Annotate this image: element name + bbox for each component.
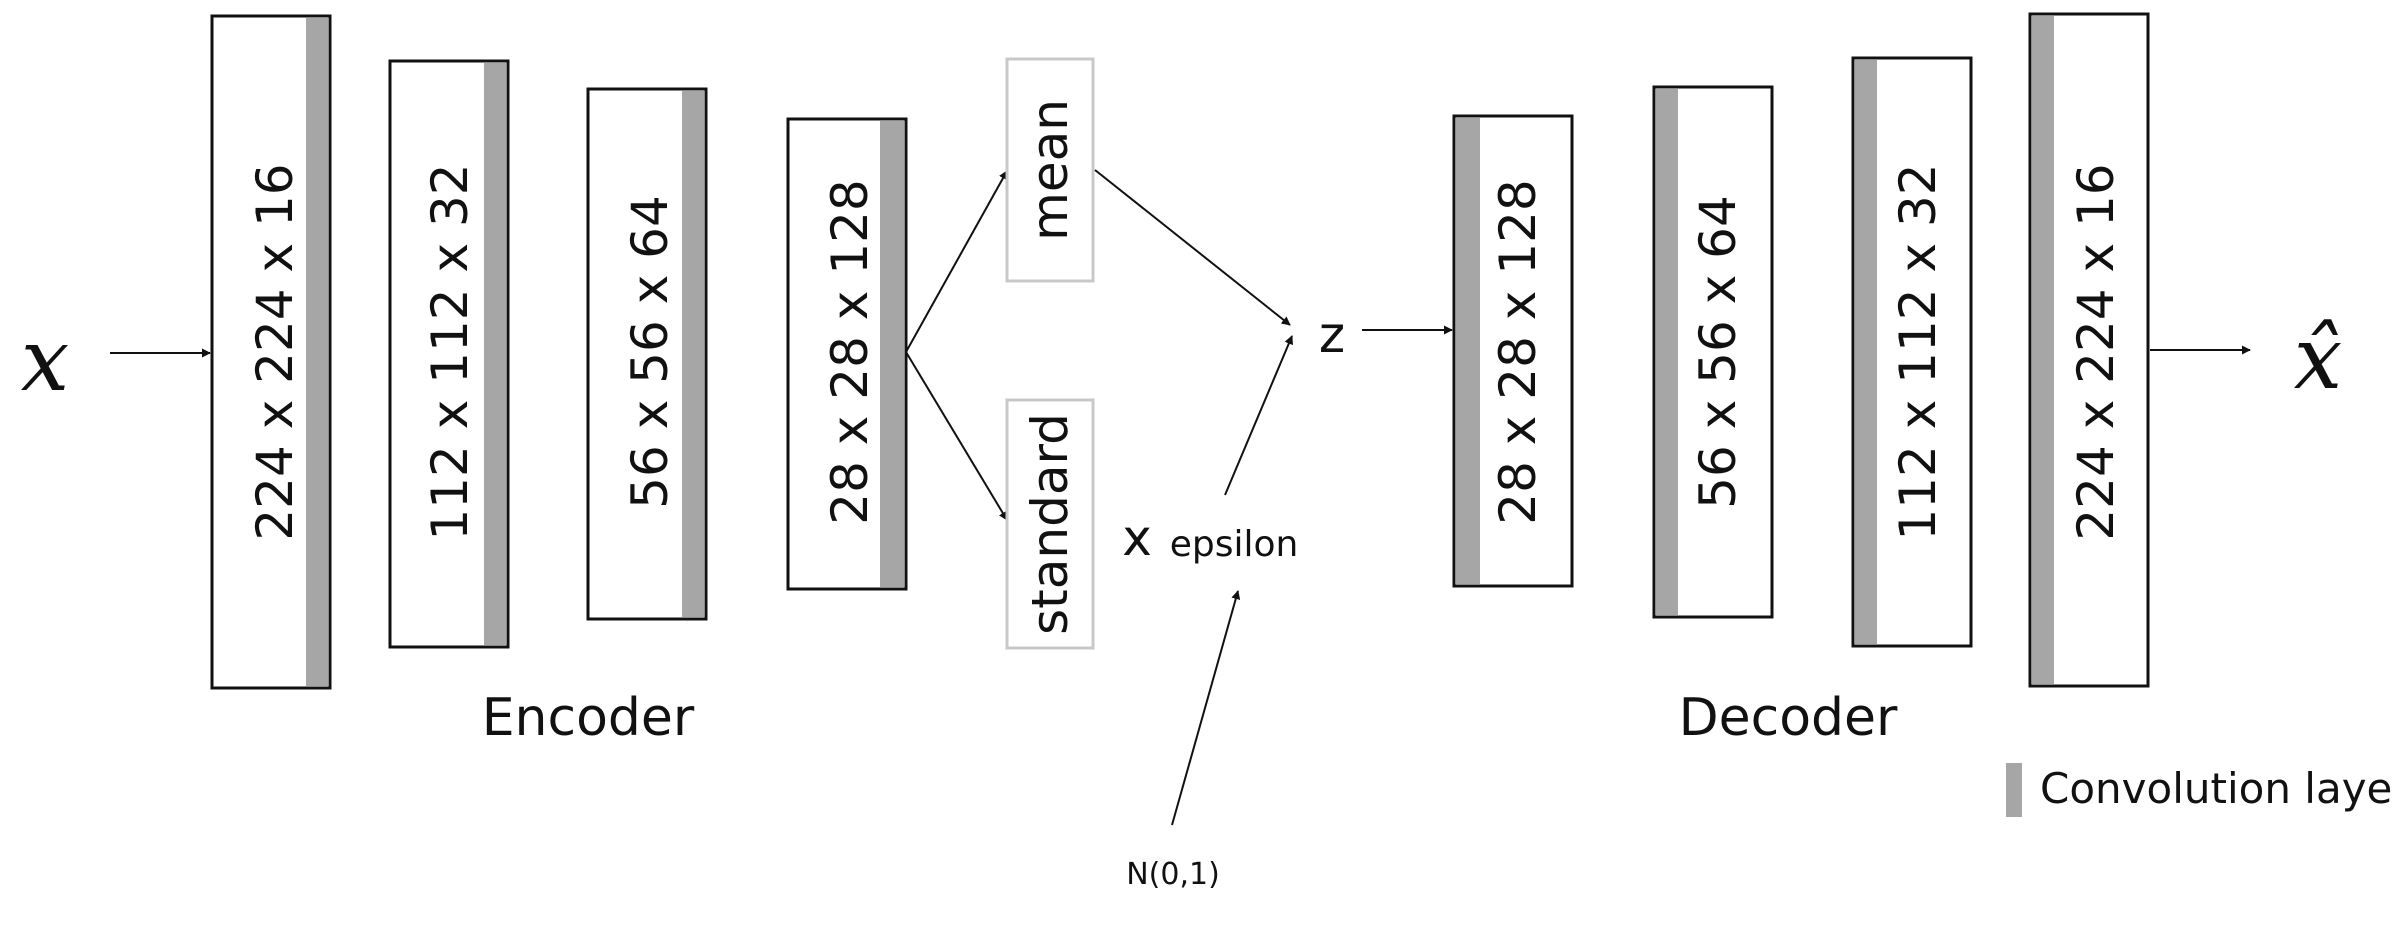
legend-label: Convolution layer bbox=[2040, 764, 2395, 813]
decoder-layer-3: 112 x 112 x 32 bbox=[1851, 56, 1973, 648]
standard-label: standard bbox=[1021, 413, 1079, 635]
encoder-layer-2: 112 x 112 x 32 bbox=[388, 59, 510, 649]
encoder-layer-1-label: 224 x 224 x 16 bbox=[246, 163, 304, 540]
encoder-layer-1: 224 x 224 x 16 bbox=[210, 14, 332, 690]
output-symbol: x̂ bbox=[2294, 309, 2343, 409]
arrow-noise-to-epsilon bbox=[1171, 590, 1241, 826]
arrow-mean-to-z bbox=[1094, 169, 1291, 326]
encoder-layer-4: 28 x 28 x 128 bbox=[786, 117, 908, 591]
legend-swatch bbox=[2006, 763, 2022, 817]
noise-label: N(0,1) bbox=[1126, 857, 1220, 892]
mean-box: mean bbox=[1005, 57, 1095, 283]
arrow-to-mean bbox=[905, 170, 1008, 353]
decoder-layer-2-label: 56 x 56 x 64 bbox=[1689, 195, 1747, 509]
decoder-layer-3-label: 112 x 112 x 32 bbox=[1889, 163, 1947, 540]
encoder-layer-3: 56 x 56 x 64 bbox=[586, 87, 708, 621]
multiply-sign: x bbox=[1122, 509, 1152, 567]
decoder-layer-1-label: 28 x 28 x 128 bbox=[1489, 179, 1547, 524]
decoder-layer-4-label: 224 x 224 x 16 bbox=[2067, 163, 2125, 540]
epsilon-label: epsilon bbox=[1170, 524, 1299, 565]
arrow-epsilon-to-z bbox=[1224, 335, 1294, 496]
standard-box: standard bbox=[1005, 398, 1095, 650]
encoder-layer-2-label: 112 x 112 x 32 bbox=[421, 163, 479, 540]
decoder-layer-4: 224 x 224 x 16 bbox=[2028, 12, 2150, 688]
encoder-layer-3-label: 56 x 56 x 64 bbox=[621, 195, 679, 509]
z-label: z bbox=[1319, 306, 1345, 364]
decoder-layer-2: 56 x 56 x 64 bbox=[1652, 85, 1774, 619]
encoder-layer-4-label: 28 x 28 x 128 bbox=[821, 179, 879, 524]
legend: Convolution layer bbox=[2006, 763, 2395, 817]
decoder-label: Decoder bbox=[1679, 688, 1898, 748]
mean-label: mean bbox=[1021, 99, 1079, 241]
input-symbol: x bbox=[21, 311, 70, 411]
encoder-label: Encoder bbox=[482, 688, 695, 748]
decoder-layer-1: 28 x 28 x 128 bbox=[1452, 114, 1574, 588]
arrow-to-standard bbox=[905, 351, 1008, 521]
